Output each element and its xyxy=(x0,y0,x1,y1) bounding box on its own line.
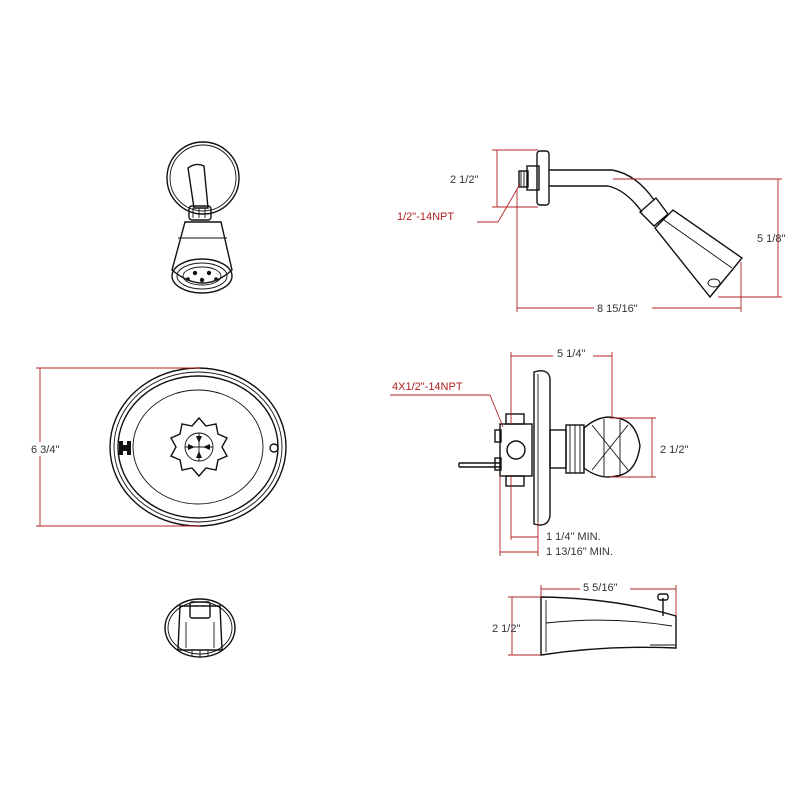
tub-spout-dimensions: 5 5/16" 2 1/2" xyxy=(492,580,677,656)
valve-handle-label: 2 1/2" xyxy=(660,444,688,456)
valve-min-label-1: 1 1/4" MIN. xyxy=(546,531,601,543)
valve-dimensions: 5 1/4" 4X1/2"-14NPT 2 1/2" 1 1/4" MIN. 1… xyxy=(390,346,688,558)
valve-depth-label: 5 1/4" xyxy=(557,348,585,360)
escutcheon-dimensions: 6 3/4" xyxy=(30,367,200,527)
spout-height-label: 2 1/2" xyxy=(492,623,520,635)
tub-spout-side-view xyxy=(540,593,677,656)
shower-arm-dimensions: 2 1/2" 1/2"-14NPT 5 1/8" 8 15/16" xyxy=(397,149,785,315)
arm-reach-label: 8 15/16" xyxy=(597,303,638,315)
spout-length-label: 5 5/16" xyxy=(583,582,618,594)
showerhead-front-view xyxy=(166,141,240,294)
arm-height-label: 2 1/2" xyxy=(450,174,478,186)
arm-drop-label: 5 1/8" xyxy=(757,233,785,245)
shower-arm-side-view xyxy=(518,150,744,299)
valve-side-view xyxy=(458,370,641,526)
escutcheon-front-view xyxy=(109,367,287,527)
arm-thread-label: 1/2"-14NPT xyxy=(397,211,454,223)
escutcheon-diameter-label: 6 3/4" xyxy=(31,444,59,456)
valve-min-label-2: 1 13/16" MIN. xyxy=(546,546,613,558)
valve-thread-label: 4X1/2"-14NPT xyxy=(392,381,463,393)
tub-spout-front-view xyxy=(164,598,236,658)
